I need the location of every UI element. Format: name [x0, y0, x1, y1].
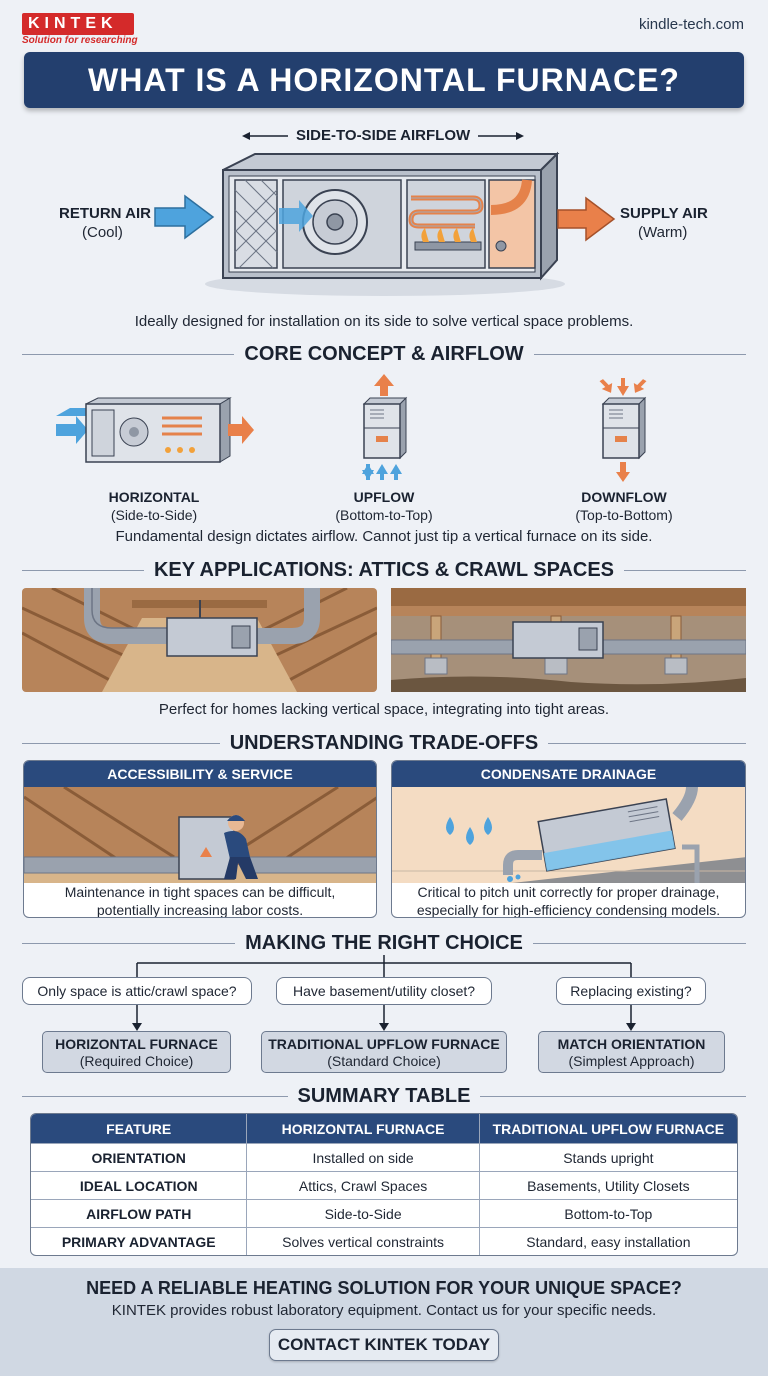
- return-air-sub: (Cool): [82, 224, 123, 241]
- answer-match-sub: (Simplest Approach): [568, 1053, 695, 1069]
- section-summary: SUMMARY TABLE: [0, 1084, 768, 1108]
- type-upflow-sub: (Bottom-to-Top): [335, 507, 433, 523]
- answer-horizontal-title: HORIZONTAL FURNACE: [55, 1036, 218, 1052]
- card-accessibility-title: ACCESSIBILITY & SERVICE: [24, 761, 376, 787]
- summary-heading: SUMMARY TABLE: [287, 1085, 481, 1107]
- card-condensate-title: CONDENSATE DRAINAGE: [392, 761, 745, 787]
- card-condensate: CONDENSATE DRAINAGE Critical to pitch un…: [391, 760, 746, 918]
- return-air-label: RETURN AIR: [59, 205, 151, 222]
- type-downflow-sub: (Top-to-Bottom): [575, 507, 673, 523]
- table-cell: Attics, Crawl Spaces: [247, 1171, 480, 1199]
- page-title: WHAT IS A HORIZONTAL FURNACE?: [88, 62, 680, 98]
- card-accessibility-line1: Maintenance in tight spaces can be diffi…: [64, 884, 336, 900]
- decision-tree-connectors: [132, 955, 636, 1031]
- type-horizontal-label: HORIZONTAL: [108, 489, 200, 505]
- table-cell: Bottom-to-Top: [479, 1199, 737, 1227]
- airflow-label: SIDE-TO-SIDE AIRFLOW: [296, 127, 471, 144]
- table-row: ORIENTATION Installed on side Stands upr…: [31, 1143, 737, 1171]
- table-feature-cell: PRIMARY ADVANTAGE: [31, 1227, 248, 1255]
- supply-air-label: SUPPLY AIR: [620, 205, 708, 222]
- question-basement: Have basement/utility closet?: [276, 977, 492, 1005]
- core-heading: CORE CONCEPT & AIRFLOW: [234, 343, 534, 365]
- hero-caption: Ideally designed for installation on its…: [134, 313, 634, 330]
- return-air-arrow-icon: [154, 194, 215, 240]
- downflow-furnace-icon: [599, 378, 647, 482]
- logo-tagline: Solution for researching: [22, 35, 138, 46]
- answer-horizontal: HORIZONTAL FURNACE (Required Choice): [42, 1031, 231, 1073]
- card-condensate-line2: especially for high-efficiency condensin…: [416, 902, 721, 918]
- card-accessibility-line2: potentially increasing labor costs.: [96, 902, 304, 918]
- applications-heading: KEY APPLICATIONS: ATTICS & CRAWL SPACES: [143, 559, 625, 581]
- core-caption: Fundamental design dictates airflow. Can…: [115, 528, 653, 545]
- type-horizontal-sub: (Side-to-Side): [110, 507, 198, 523]
- question-attic: Only space is attic/crawl space?: [22, 977, 252, 1005]
- table-cell: Solves vertical constraints: [247, 1227, 480, 1255]
- kintek-logo[interactable]: KINTEK: [22, 13, 134, 35]
- answer-horizontal-sub: (Required Choice): [79, 1053, 194, 1069]
- table-cell: Side-to-Side: [247, 1199, 480, 1227]
- technician-illustration: [24, 787, 376, 883]
- footer-cta-banner: NEED A RELIABLE HEATING SOLUTION FOR YOU…: [0, 1268, 768, 1376]
- supply-air-arrow-icon: [557, 196, 616, 242]
- horizontal-furnace-illustration: [205, 151, 565, 296]
- table-header-row: FEATURE HORIZONTAL FURNACE TRADITIONAL U…: [31, 1114, 737, 1143]
- applications-caption: Perfect for homes lacking vertical space…: [158, 701, 610, 718]
- answer-match-title: MATCH ORIENTATION: [557, 1036, 706, 1052]
- section-key-applications: KEY APPLICATIONS: ATTICS & CRAWL SPACES: [0, 558, 768, 582]
- table-header-cell: FEATURE: [31, 1114, 248, 1143]
- site-url[interactable]: kindle-tech.com: [638, 16, 744, 33]
- section-right-choice: MAKING THE RIGHT CHOICE: [0, 931, 768, 955]
- footer-heading: NEED A RELIABLE HEATING SOLUTION FOR YOU…: [86, 1278, 682, 1298]
- answer-upflow-sub: (Standard Choice): [327, 1053, 441, 1069]
- crawl-space-illustration: [391, 588, 746, 692]
- table-header-cell: TRADITIONAL UPFLOW FURNACE: [479, 1114, 737, 1143]
- section-core-concept: CORE CONCEPT & AIRFLOW: [0, 342, 768, 366]
- answer-upflow-title: TRADITIONAL UPFLOW FURNACE: [268, 1036, 500, 1052]
- answer-match: MATCH ORIENTATION (Simplest Approach): [538, 1031, 725, 1073]
- table-cell: Standard, easy installation: [479, 1227, 737, 1255]
- table-header-cell: HORIZONTAL FURNACE: [247, 1114, 480, 1143]
- question-replacing: Replacing existing?: [556, 977, 706, 1005]
- drainage-illustration: [392, 787, 745, 883]
- table-feature-cell: IDEAL LOCATION: [31, 1171, 248, 1199]
- type-upflow-label: UPFLOW: [353, 489, 415, 505]
- type-downflow-label: DOWNFLOW: [581, 489, 667, 505]
- attic-illustration: [22, 588, 377, 692]
- table-feature-cell: ORIENTATION: [31, 1143, 248, 1171]
- section-tradeoffs: UNDERSTANDING TRADE-OFFS: [0, 731, 768, 755]
- table-feature-cell: AIRFLOW PATH: [31, 1199, 248, 1227]
- footer-subtext: KINTEK provides robust laboratory equipm…: [111, 1302, 657, 1319]
- table-row: IDEAL LOCATION Attics, Crawl Spaces Base…: [31, 1171, 737, 1199]
- table-cell: Installed on side: [247, 1143, 480, 1171]
- contact-kintek-button[interactable]: CONTACT KINTEK TODAY: [269, 1329, 499, 1361]
- card-accessibility: ACCESSIBILITY & SERVICE Maintenance in t…: [23, 760, 377, 918]
- table-row: PRIMARY ADVANTAGE Solves vertical constr…: [31, 1227, 737, 1255]
- horizontal-furnace-mini-icon: [56, 397, 254, 463]
- table-cell: Basements, Utility Closets: [479, 1171, 737, 1199]
- choice-heading: MAKING THE RIGHT CHOICE: [235, 932, 533, 954]
- title-banner: WHAT IS A HORIZONTAL FURNACE?: [24, 52, 744, 108]
- airflow-double-arrow-icon: [242, 132, 524, 140]
- answer-upflow: TRADITIONAL UPFLOW FURNACE (Standard Cho…: [261, 1031, 507, 1073]
- card-condensate-line1: Critical to pitch unit correctly for pro…: [417, 884, 720, 900]
- supply-air-sub: (Warm): [638, 224, 688, 241]
- table-row: AIRFLOW PATH Side-to-Side Bottom-to-Top: [31, 1199, 737, 1227]
- table-cell: Stands upright: [479, 1143, 737, 1171]
- tradeoffs-heading: UNDERSTANDING TRADE-OFFS: [219, 732, 549, 754]
- summary-table: FEATURE HORIZONTAL FURNACE TRADITIONAL U…: [30, 1113, 738, 1256]
- upflow-furnace-icon: [362, 374, 408, 480]
